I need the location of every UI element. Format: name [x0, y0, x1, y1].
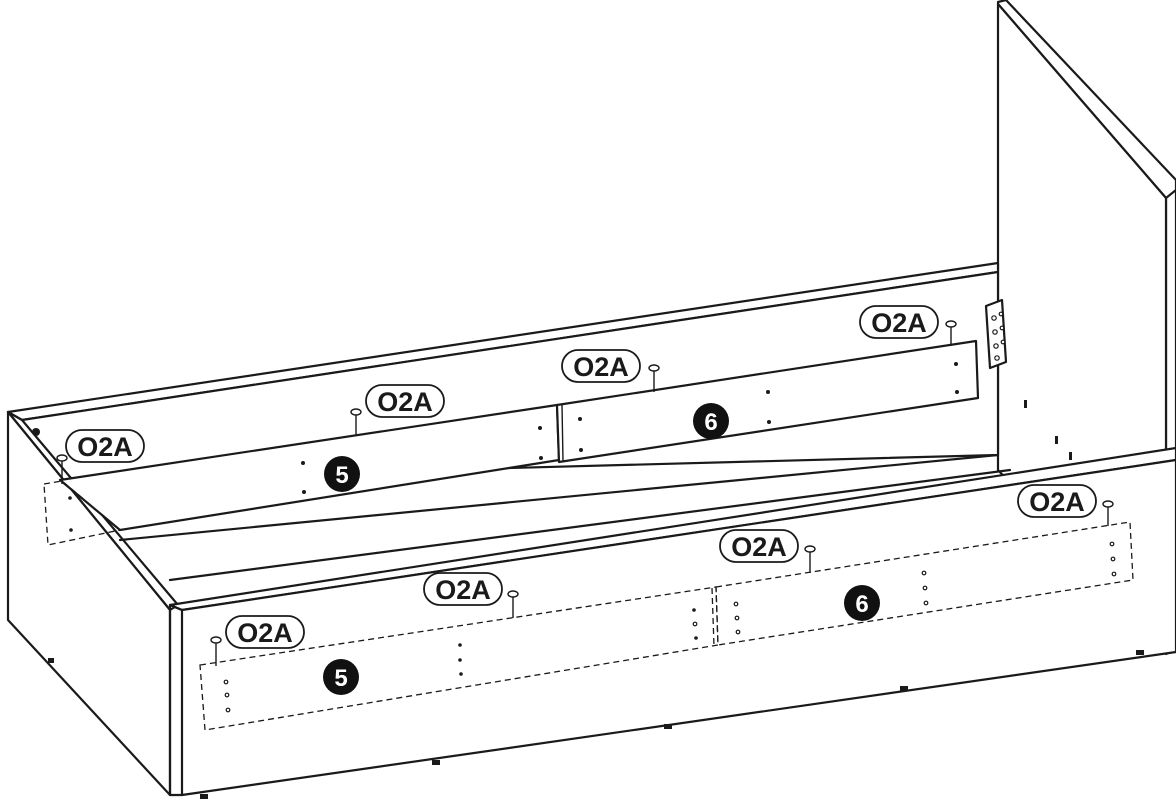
- svg-text:O2A: O2A: [377, 387, 433, 417]
- fastener-label: O2A: [1017, 484, 1097, 518]
- svg-text:5: 5: [334, 665, 347, 692]
- back-support-rail-6: [555, 339, 980, 464]
- svg-text:O2A: O2A: [573, 352, 629, 382]
- svg-text:5: 5: [335, 462, 348, 489]
- dowel-pin: [507, 590, 519, 618]
- dowel-pin: [804, 545, 816, 573]
- front-support-rail-6-dashed: [711, 521, 1134, 647]
- fastener-label: O2A: [859, 305, 939, 339]
- foot-pads: [48, 650, 1144, 799]
- front-rail-panel: [168, 446, 1176, 797]
- fastener-label: O2A: [719, 529, 799, 563]
- svg-text:6: 6: [704, 409, 717, 436]
- dowel-pin: [945, 320, 957, 346]
- fastener-label: O2A: [225, 615, 305, 649]
- part-badge-6: 6: [693, 403, 729, 439]
- svg-text:O2A: O2A: [1029, 487, 1085, 517]
- corner-hole: [32, 428, 40, 436]
- part-badge-5: 5: [324, 456, 360, 492]
- back-support-rail-5-dashed: [43, 480, 122, 546]
- inner-base-edge: [168, 468, 1012, 582]
- fastener-label: O2A: [561, 349, 641, 383]
- dowel-pin: [1102, 500, 1114, 526]
- svg-text:O2A: O2A: [237, 618, 293, 648]
- fastener-label: O2A: [365, 384, 445, 418]
- front-support-rail-5-dashed: [199, 586, 719, 731]
- dowel-pin: [648, 364, 660, 392]
- svg-text:O2A: O2A: [871, 308, 927, 338]
- svg-text:O2A: O2A: [435, 575, 491, 605]
- dowel-pins: [56, 320, 1114, 666]
- dowel-pin: [350, 408, 362, 436]
- fastener-label: O2A: [65, 429, 145, 463]
- svg-text:6: 6: [855, 591, 868, 618]
- dowel-pin: [56, 454, 68, 484]
- svg-text:O2A: O2A: [77, 432, 133, 462]
- dowel-pin: [210, 636, 222, 666]
- part-badge-6: 6: [844, 585, 880, 621]
- corner-bracket: [984, 298, 1008, 370]
- interior-edge: [118, 453, 1000, 542]
- part-badge-5: 5: [323, 659, 359, 695]
- headboard-holes: [1024, 400, 1072, 460]
- svg-text:O2A: O2A: [731, 532, 787, 562]
- fastener-label: O2A: [423, 572, 503, 606]
